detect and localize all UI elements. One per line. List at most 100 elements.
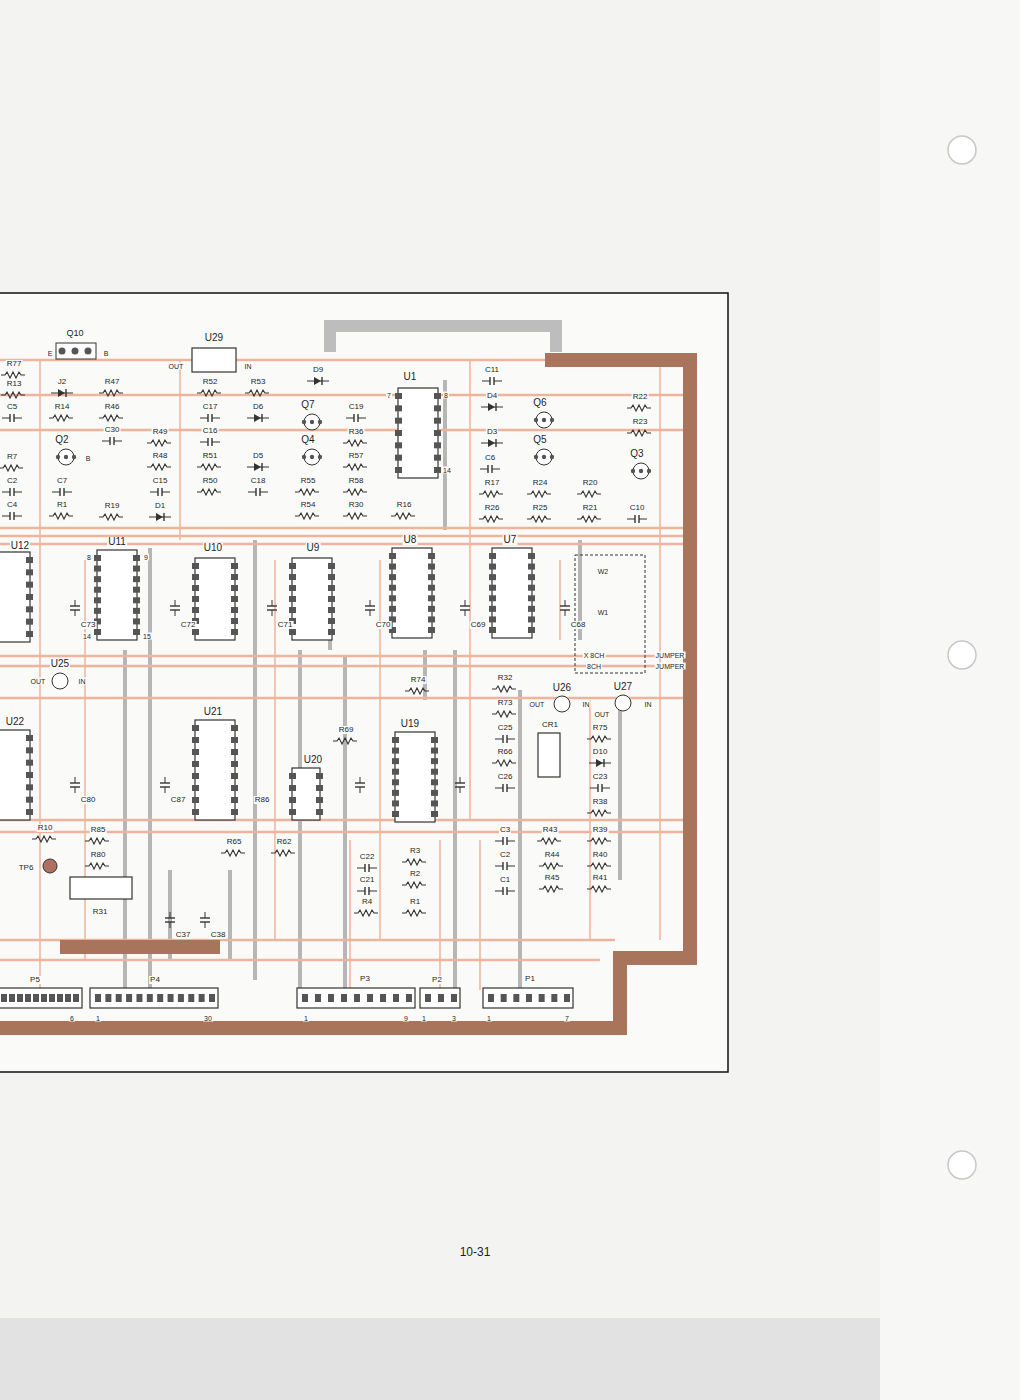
resistor-symbol (577, 516, 601, 522)
resistor-symbol (627, 405, 651, 411)
part-label: R1 (56, 501, 68, 509)
signal-trace (84, 560, 86, 960)
ic-package (395, 388, 441, 478)
part-label: C38 (210, 931, 227, 939)
resistor-symbol (197, 390, 221, 396)
part-label: D1 (154, 502, 166, 510)
part-label: R30 (348, 501, 365, 509)
part-label: R24 (532, 479, 549, 487)
part-label: R40 (592, 851, 609, 859)
resistor-symbol (537, 838, 561, 844)
signal-trace (0, 959, 600, 962)
part-label: P5 (29, 976, 41, 984)
part-label: R17 (484, 479, 501, 487)
part-label: R36 (348, 428, 365, 436)
connector (483, 988, 573, 1008)
resistor-symbol (99, 415, 123, 421)
part-label: R19 (104, 502, 121, 510)
capacitor-symbol (455, 777, 465, 793)
resistor-symbol (295, 489, 319, 495)
part-label: C6 (484, 454, 496, 462)
regulator-symbol (554, 696, 570, 712)
resistor-symbol (577, 491, 601, 497)
capacitor-symbol (480, 465, 500, 473)
part-label: C26 (497, 773, 514, 781)
capacitor-symbol (495, 837, 515, 845)
resistor-symbol (402, 859, 426, 865)
part-label: 3 (451, 1015, 457, 1022)
part-label: R69 (338, 726, 355, 734)
resistor-symbol (402, 882, 426, 888)
part-label: P1 (524, 975, 536, 983)
part-label: Q2 (54, 435, 69, 445)
binder-hole (948, 1151, 976, 1179)
resistor-symbol (0, 465, 23, 471)
capacitor-symbol (200, 414, 220, 422)
part-label: R43 (542, 826, 559, 834)
capacitor-symbol (355, 777, 365, 793)
part-label: R7 (6, 453, 18, 461)
signal-trace (0, 819, 690, 822)
part-label: U26 (552, 683, 572, 693)
part-label: C10 (629, 504, 646, 512)
transistor-symbol (56, 449, 76, 465)
part-label: C5 (6, 403, 18, 411)
jumper-block (575, 555, 645, 673)
copper-pour (60, 940, 220, 954)
part-label: R66 (497, 748, 514, 756)
part-label: U11 (107, 537, 127, 547)
part-label: R23 (632, 418, 649, 426)
resistor-symbol (245, 390, 269, 396)
part-label: 9 (143, 554, 149, 561)
diode-symbol (247, 414, 269, 422)
ic-package (289, 558, 335, 640)
ic-package (192, 558, 238, 640)
capacitor-symbol (365, 600, 375, 616)
signal-trace (559, 560, 561, 640)
part-label: C19 (348, 403, 365, 411)
resistor-symbol (539, 886, 563, 892)
resistor-symbol (221, 850, 245, 856)
ic-package (0, 552, 33, 642)
resistor-symbol (354, 910, 378, 916)
capacitor-symbol (357, 887, 377, 895)
part-label: CR1 (541, 721, 559, 729)
part-label: D3 (486, 428, 498, 436)
signal-trace (0, 394, 690, 397)
part-label: C4 (6, 501, 18, 509)
part-label: Q7 (300, 400, 315, 410)
part-label: P2 (431, 976, 443, 984)
resistor-symbol (147, 440, 171, 446)
transistor-symbol (302, 414, 322, 430)
capacitor-symbol (495, 784, 515, 792)
grey-trace (618, 700, 622, 880)
part-label: C25 (497, 724, 514, 732)
resistor-symbol (492, 760, 516, 766)
part-label: 1 (486, 1015, 492, 1022)
ic-package (489, 548, 535, 638)
transistor-symbol (534, 449, 554, 465)
part-label: D4 (486, 392, 498, 400)
part-label: R39 (592, 826, 609, 834)
capacitor-symbol (102, 437, 122, 445)
part-label: 6 (69, 1015, 75, 1022)
board (0, 326, 690, 1028)
connector (297, 988, 415, 1008)
part-label: C87 (170, 796, 187, 804)
capacitor-symbol (160, 777, 170, 793)
part-label: R21 (582, 504, 599, 512)
part-label: 8 (443, 392, 449, 399)
signal-trace (274, 560, 276, 940)
part-label: B (103, 350, 110, 357)
part-label: E (47, 350, 54, 357)
part-label: C80 (80, 796, 97, 804)
part-label: R55 (300, 477, 317, 485)
part-label: C71 (277, 621, 294, 629)
part-label: R22 (632, 393, 649, 401)
signal-trace (659, 360, 661, 940)
resistor-symbol (49, 415, 73, 421)
part-label: C1 (499, 876, 511, 884)
diode-symbol (307, 377, 329, 385)
part-label: C2 (6, 477, 18, 485)
part-label: Q6 (532, 398, 547, 408)
